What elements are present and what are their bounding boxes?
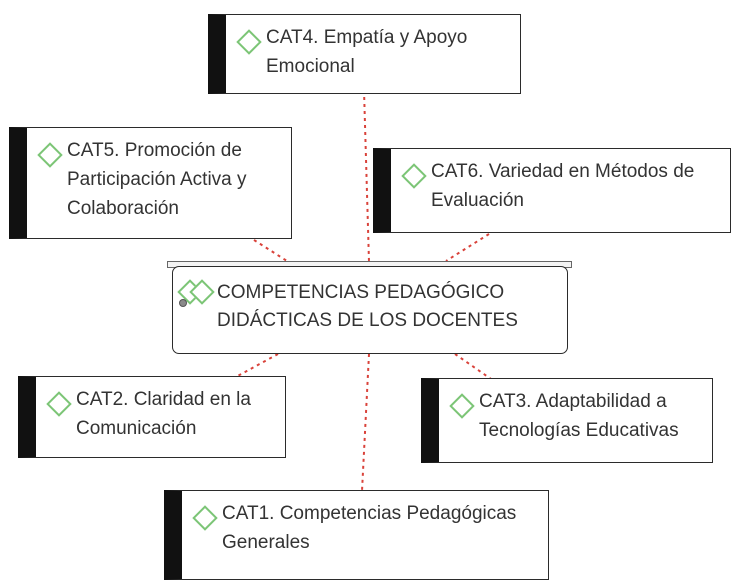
diamond-icon	[401, 163, 427, 189]
diamond-icon	[236, 29, 262, 55]
node-cat1[interactable]: CAT1. Competencias Pedagógicas Generales	[164, 490, 549, 580]
connector-cat6	[445, 233, 490, 262]
node-cat6[interactable]: CAT6. Variedad en Métodos de Evaluación	[373, 148, 731, 233]
central-node[interactable]: COMPETENCIAS PEDAGÓGICO DIDÁCTICAS DE LO…	[172, 266, 568, 354]
connector-cat4	[363, 89, 370, 263]
node-cat5[interactable]: CAT5. Promoción de Participación Activa …	[9, 127, 292, 239]
diamond-icon	[192, 505, 218, 531]
node-cat3[interactable]: CAT3. Adaptabilidad a Tecnologías Educat…	[421, 378, 713, 463]
connector-cat3	[454, 353, 492, 380]
node-label: CAT5. Promoción de Participación Activa …	[67, 140, 247, 219]
central-node-label: COMPETENCIAS PEDAGÓGICO DIDÁCTICAS DE LO…	[217, 282, 518, 331]
diamond-icon	[37, 142, 63, 168]
link-dot-icon	[179, 299, 187, 307]
node-cat2[interactable]: CAT2. Claridad en la Comunicación	[18, 376, 286, 458]
node-label: CAT3. Adaptabilidad a Tecnologías Educat…	[479, 391, 679, 441]
connector-cat1	[361, 353, 370, 492]
connector-cat5	[253, 239, 288, 262]
node-cat4[interactable]: CAT4. Empatía y Apoyo Emocional	[208, 14, 521, 94]
connector-cat2	[233, 353, 279, 379]
node-label: CAT4. Empatía y Apoyo Emocional	[266, 27, 468, 77]
node-label: CAT2. Claridad en la Comunicación	[76, 389, 251, 439]
node-label: CAT6. Variedad en Métodos de Evaluación	[431, 161, 695, 211]
diamond-icon	[449, 393, 475, 419]
diamond-icon	[46, 391, 72, 417]
node-label: CAT1. Competencias Pedagógicas Generales	[222, 503, 517, 553]
